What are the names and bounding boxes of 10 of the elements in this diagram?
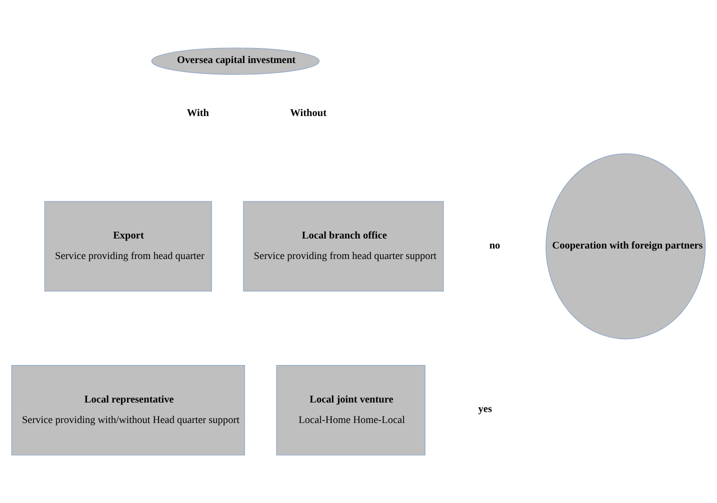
node-box: Export Service providing from head quarter: [44, 201, 212, 292]
label: yes: [478, 404, 492, 416]
label: Without: [290, 108, 327, 120]
label: With: [186, 108, 209, 120]
node-ellipse: Oversea capital investment: [151, 48, 320, 75]
node-box: Local joint venture Local-Home Home-Local: [276, 365, 426, 456]
node-box: Local branch office Service providing from head quarter support: [243, 201, 444, 292]
node-ellipse: Cooperation with foreign partners: [546, 153, 706, 340]
node-box: Local representative Service providing with/without Head quarter support: [11, 365, 245, 456]
label: no: [489, 240, 500, 252]
